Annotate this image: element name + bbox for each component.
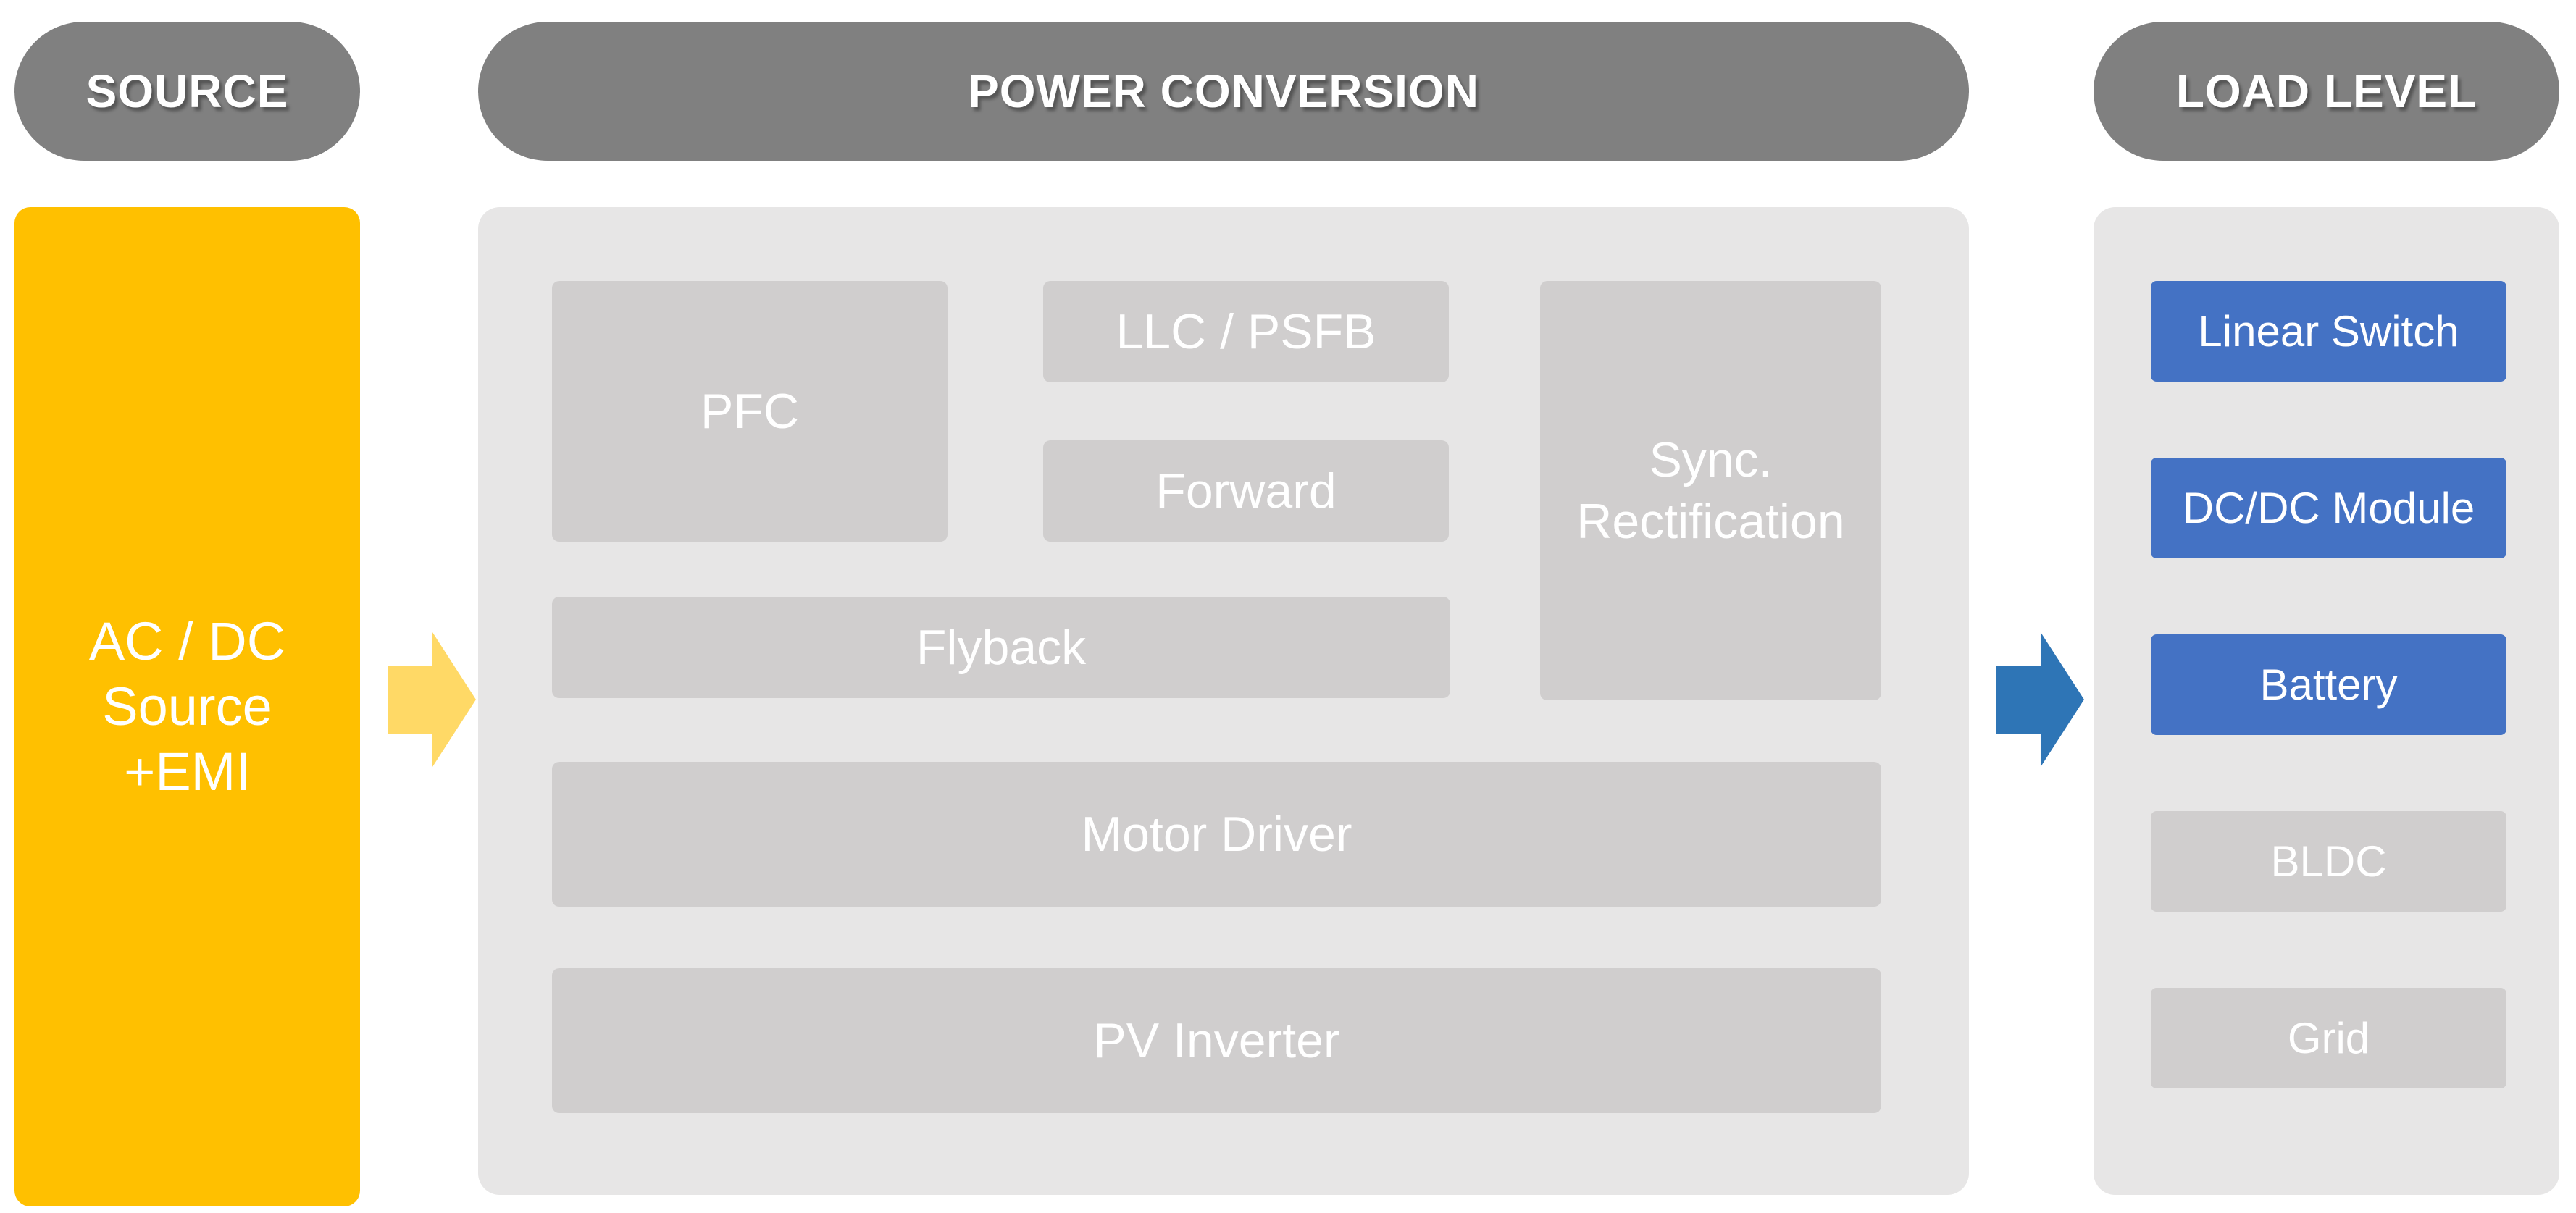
motor-driver-label: Motor Driver — [1081, 806, 1352, 862]
forward-block: Forward — [1043, 440, 1449, 542]
grid-block: Grid — [2151, 988, 2506, 1088]
dc-dc-module-block: DC/DC Module — [2151, 458, 2506, 558]
power-conversion-header-label: POWER CONVERSION — [968, 65, 1479, 117]
power-to-load-arrow-icon — [1996, 632, 2084, 767]
battery-label: Battery — [2259, 660, 2398, 709]
load-level-panel: Linear Switch DC/DC Module Battery BLDC … — [2094, 207, 2559, 1195]
bldc-block: BLDC — [2151, 811, 2506, 912]
source-to-power-arrow-icon — [388, 632, 476, 767]
grid-label: Grid — [2287, 1014, 2370, 1062]
ac-dc-source-emi-block: AC / DC Source +EMI — [14, 207, 360, 1206]
load-level-header-label: LOAD LEVEL — [2175, 65, 2477, 117]
bldc-label: BLDC — [2270, 837, 2387, 886]
power-conversion-column-header: POWER CONVERSION — [478, 22, 1969, 161]
pfc-block: PFC — [552, 281, 948, 542]
llc-psfb-block: LLC / PSFB — [1043, 281, 1449, 382]
source-column-header: SOURCE — [14, 22, 360, 161]
flyback-label: Flyback — [916, 619, 1087, 675]
linear-switch-block: Linear Switch — [2151, 281, 2506, 382]
load-level-column-header: LOAD LEVEL — [2094, 22, 2559, 161]
source-block-line2: Source — [102, 676, 272, 736]
linear-switch-label: Linear Switch — [2198, 307, 2459, 356]
source-header-label: SOURCE — [85, 65, 289, 117]
source-block-line1: AC / DC — [88, 610, 286, 671]
pv-inverter-label: PV Inverter — [1093, 1012, 1340, 1068]
pfc-label: PFC — [701, 383, 799, 439]
pv-inverter-block: PV Inverter — [552, 968, 1881, 1113]
sync-rectification-label-line2: Rectification — [1576, 493, 1845, 549]
sync-rectification-block: Sync. Rectification — [1540, 281, 1881, 700]
flyback-block: Flyback — [552, 597, 1450, 698]
forward-label: Forward — [1155, 463, 1337, 519]
motor-driver-block: Motor Driver — [552, 762, 1881, 907]
power-conversion-panel: PFC LLC / PSFB Forward Sync. Rectificati… — [478, 207, 1969, 1195]
dc-dc-module-label: DC/DC Module — [2182, 484, 2475, 532]
sync-rectification-label-line1: Sync. — [1649, 432, 1773, 487]
llc-psfb-label: LLC / PSFB — [1116, 303, 1376, 359]
battery-block: Battery — [2151, 634, 2506, 735]
source-block-line3: +EMI — [124, 742, 251, 802]
